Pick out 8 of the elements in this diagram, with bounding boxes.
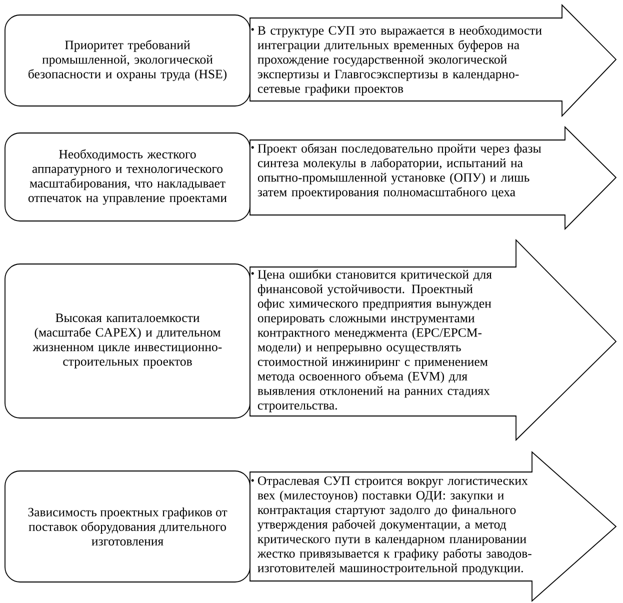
node-label: В структуре СУП это выражается в необходимости интеграции длительных временных буферов на прохождение государственной экологической экспертизы и Главгосэкспертизы в календарно-сетевые графики проектов <box>258 25 542 96</box>
rounded-box: Зависимость проектных графиков от поставок оборудования длительного изготовления <box>4 470 250 582</box>
node-label: Проект обязан последовательно пройти через фазы синтеза молекулы в лаборатории, испытаний на опытно-промышленной установке (ОПУ) и лишь затем проектирования полномасштабного цеха <box>258 143 542 199</box>
rounded-box: Высокая капиталоемкости (масштабе CAPEX) и длительном жизненном цикле инвестиционно-строительных проектов <box>4 264 250 418</box>
node-label: Цена ошибки становится критической для финансовой устойчивости. Проектный офис химического предприятия вынужден оперировать сложными инструментами контрактного менеджмента (EPC/EPCM-модели) и непрерывно осуществлять стоимостной инжиниринг с применением метода освоенного объема (EVM) для выявления отклонений на ранних стадиях строительства. <box>258 269 492 412</box>
rounded-box: Приоритет требований промышленной, экологической безопасности и охраны труда (HSE) <box>4 14 250 106</box>
node-label: Отраслевая СУП строится вокруг логистических вех (милестоунов) поставки ОДИ: закупки и контрактация стартуют задолго до финального утверждения рабочей документации, а метод критического пути в календарном планировании жестко привязывается к графику работы заводов-изготовителей машиностроительной продукции. <box>257 476 532 575</box>
rounded-box: Необходимость жесткого аппаратурного и технологического масштабирования, что накладывает отпечаток на управление проектами <box>4 132 250 222</box>
